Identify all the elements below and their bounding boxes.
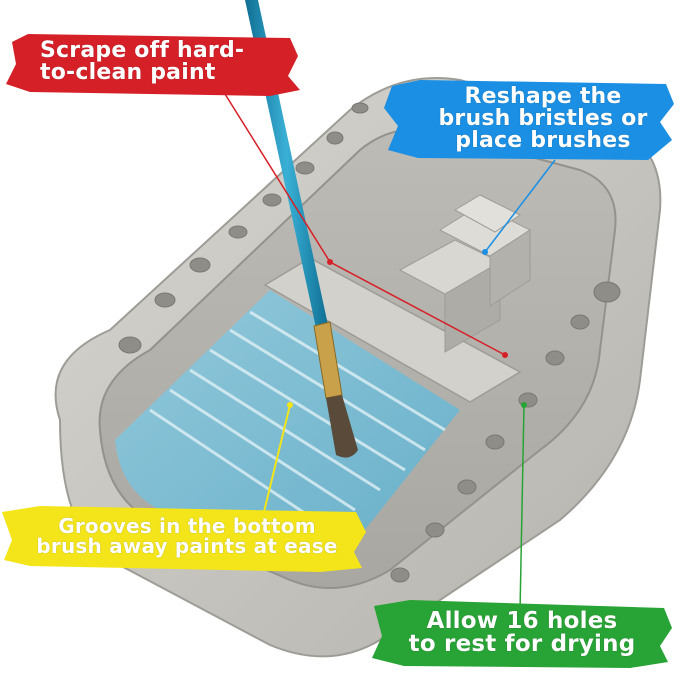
tray-body [54, 77, 662, 658]
scrape-annotation: Scrape off hard- to-clean paint [40, 40, 244, 84]
drying-holes [118, 102, 621, 583]
holes-line-2: to rest for drying [408, 631, 636, 657]
reshape-annotation: Reshape the brush bristles or place brus… [428, 86, 658, 152]
grooves-line-2: brush away paints at ease [36, 534, 338, 558]
grooves-annotation: Grooves in the bottom brush away paints … [12, 516, 362, 556]
green-banner [372, 600, 672, 668]
red-banner [6, 34, 300, 96]
yellow-banner [2, 506, 366, 572]
leader-lines [209, 69, 556, 613]
reshape-line-2: brush bristles or [438, 106, 648, 131]
reshape-block [398, 194, 532, 353]
groove-lines [149, 310, 446, 532]
grooves-line-1: Grooves in the bottom [58, 514, 316, 538]
scrape-line-2: to-clean paint [40, 60, 216, 85]
blue-banner [384, 80, 674, 160]
reshape-line-3: place brushes [455, 128, 631, 153]
holes-annotation: Allow 16 holes to rest for drying [382, 610, 662, 656]
scrape-line-1: Scrape off hard- [40, 38, 245, 63]
holes-line-1: Allow 16 holes [426, 608, 618, 634]
reshape-line-1: Reshape the [464, 84, 622, 109]
